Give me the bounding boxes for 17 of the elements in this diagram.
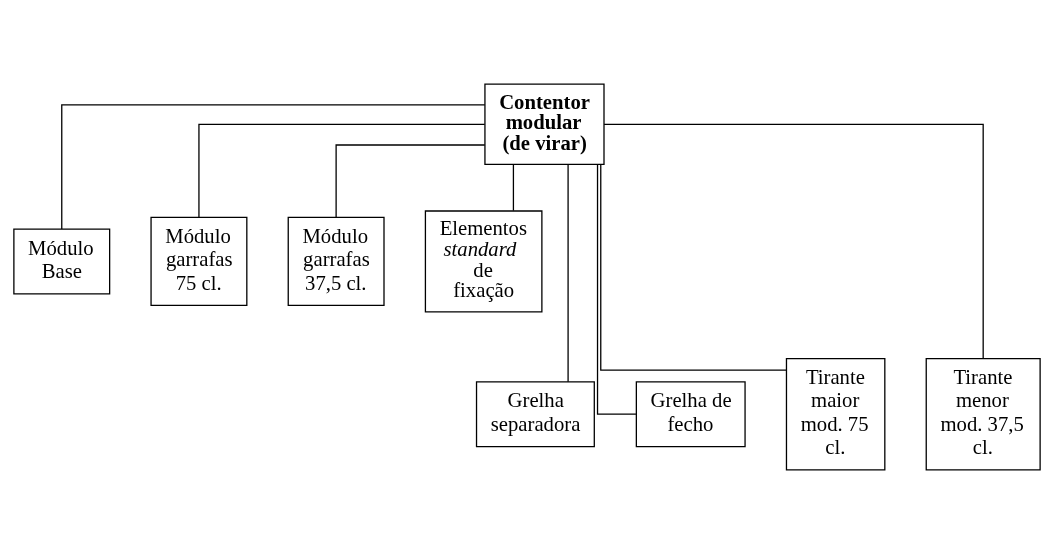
node-box: Grelha separadora	[475, 381, 595, 448]
connector	[603, 123, 984, 359]
connector	[600, 164, 788, 371]
node-box: Contentor modular (de virar)	[484, 83, 605, 166]
connector	[512, 164, 515, 212]
connector	[596, 163, 637, 415]
connector	[61, 104, 486, 230]
connector	[198, 123, 486, 218]
node-box: Módulo garrafas 37,5 cl.	[287, 216, 385, 307]
node-box: Tirante maior mod. 75 cl.	[785, 357, 886, 471]
connector	[335, 144, 486, 219]
node-box: Módulo garrafas 75 cl.	[150, 216, 248, 307]
node-box: Tirante menor mod. 37,5 cl.	[925, 357, 1041, 471]
connector	[567, 163, 569, 383]
node-box: Grelha de fecho	[635, 381, 746, 448]
node-box: Elementos standard de fixação	[424, 210, 543, 313]
node-box: Módulo Base	[13, 228, 111, 295]
